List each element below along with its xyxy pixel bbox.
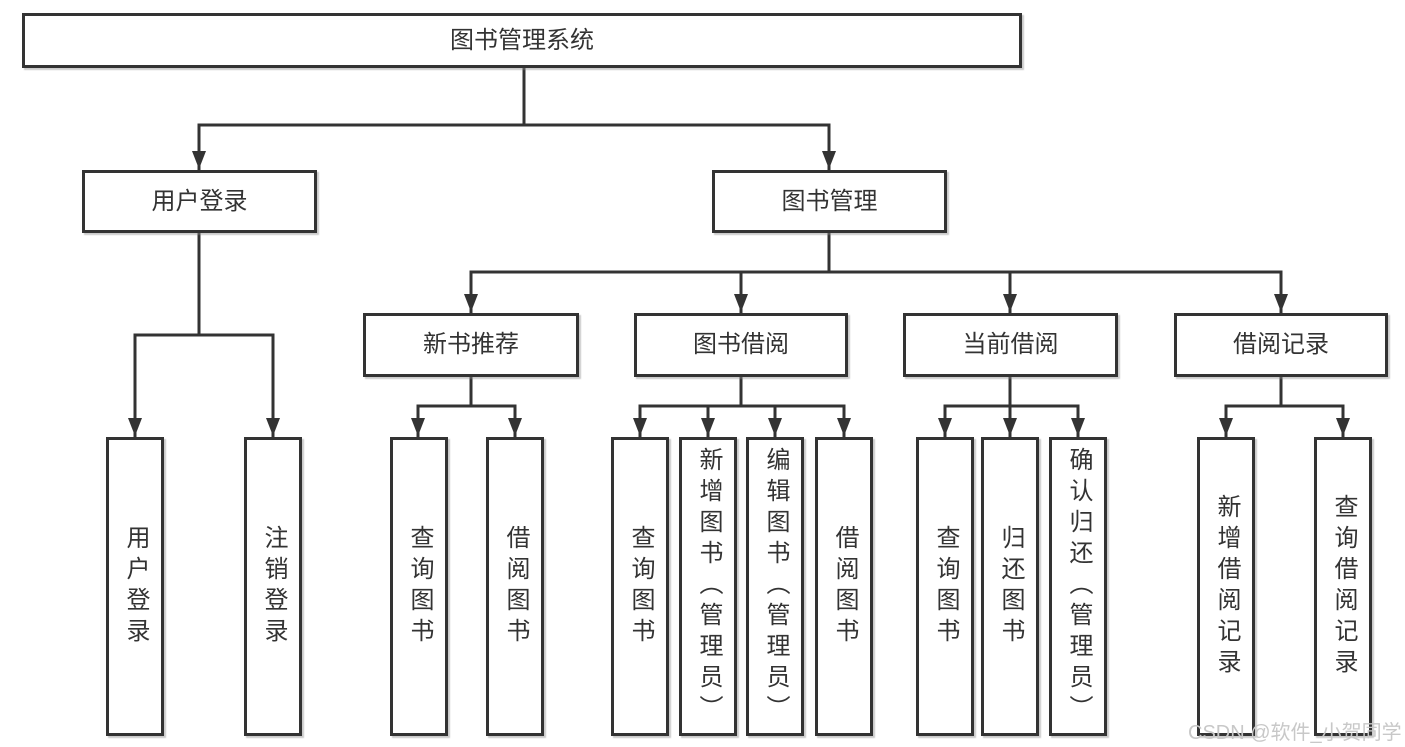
connector-borrow-record-children — [1219, 375, 1350, 438]
connector-book-borrow-children — [633, 375, 851, 438]
node-new-book-recommend-label: 新书推荐 — [423, 331, 519, 358]
leaf-current-query-books-label: 查询图书 — [932, 524, 959, 649]
connector-root-to-level2 — [192, 66, 836, 171]
leaf-borrow-books: 借阅图书 — [815, 437, 873, 736]
leaf-borrow-query-books: 查询图书 — [611, 437, 669, 736]
leaf-return-books-label: 归还图书 — [997, 524, 1024, 649]
leaf-confirm-return-admin-label: 确认归还（管理员） — [1065, 447, 1092, 726]
leaf-recommend-borrow-books: 借阅图书 — [486, 437, 544, 736]
leaf-edit-books-admin: 编辑图书（管理员） — [746, 437, 804, 736]
leaf-user-login-label: 用户登录 — [122, 524, 149, 649]
node-borrow-record: 借阅记录 — [1174, 313, 1388, 377]
node-book-borrow: 图书借阅 — [634, 313, 848, 377]
leaf-logout: 注销登录 — [244, 437, 302, 736]
node-user-login: 用户登录 — [82, 170, 317, 233]
node-borrow-record-label: 借阅记录 — [1233, 331, 1329, 358]
leaf-recommend-query-books: 查询图书 — [390, 437, 448, 736]
connector-new-book-children — [411, 375, 522, 438]
node-root: 图书管理系统 — [22, 13, 1022, 68]
leaf-borrow-books-label: 借阅图书 — [831, 524, 858, 649]
node-current-borrow: 当前借阅 — [903, 313, 1118, 377]
leaf-query-borrow-record-label: 查询借阅记录 — [1330, 493, 1357, 680]
leaf-user-login: 用户登录 — [106, 437, 164, 736]
connector-book-management-children — [464, 231, 1288, 314]
leaf-add-borrow-record: 新增借阅记录 — [1197, 437, 1255, 736]
node-user-login-label: 用户登录 — [151, 187, 248, 215]
leaf-recommend-borrow-books-label: 借阅图书 — [502, 524, 529, 649]
node-book-management: 图书管理 — [712, 170, 947, 233]
leaf-borrow-query-books-label: 查询图书 — [627, 524, 654, 649]
connector-user-login-children — [128, 231, 280, 438]
node-book-borrow-label: 图书借阅 — [693, 331, 789, 358]
leaf-query-borrow-record: 查询借阅记录 — [1314, 437, 1372, 736]
node-current-borrow-label: 当前借阅 — [962, 331, 1059, 358]
leaf-current-query-books: 查询图书 — [916, 437, 974, 736]
leaf-logout-label: 注销登录 — [260, 524, 287, 649]
leaf-confirm-return-admin: 确认归还（管理员） — [1049, 437, 1107, 736]
csdn-watermark: CSDN @软件_小贺同学 — [1188, 722, 1402, 744]
node-new-book-recommend: 新书推荐 — [363, 313, 579, 377]
leaf-edit-books-admin-label: 编辑图书（管理员） — [762, 447, 789, 726]
leaf-add-borrow-record-label: 新增借阅记录 — [1213, 493, 1240, 680]
node-book-management-label: 图书管理 — [781, 187, 878, 215]
connector-current-borrow-children — [938, 375, 1085, 438]
leaf-add-books-admin-label: 新增图书（管理员） — [695, 447, 722, 726]
leaf-add-books-admin: 新增图书（管理员） — [679, 437, 737, 736]
node-root-label: 图书管理系统 — [450, 26, 594, 54]
leaf-recommend-query-books-label: 查询图书 — [406, 524, 433, 649]
leaf-return-books: 归还图书 — [981, 437, 1039, 736]
